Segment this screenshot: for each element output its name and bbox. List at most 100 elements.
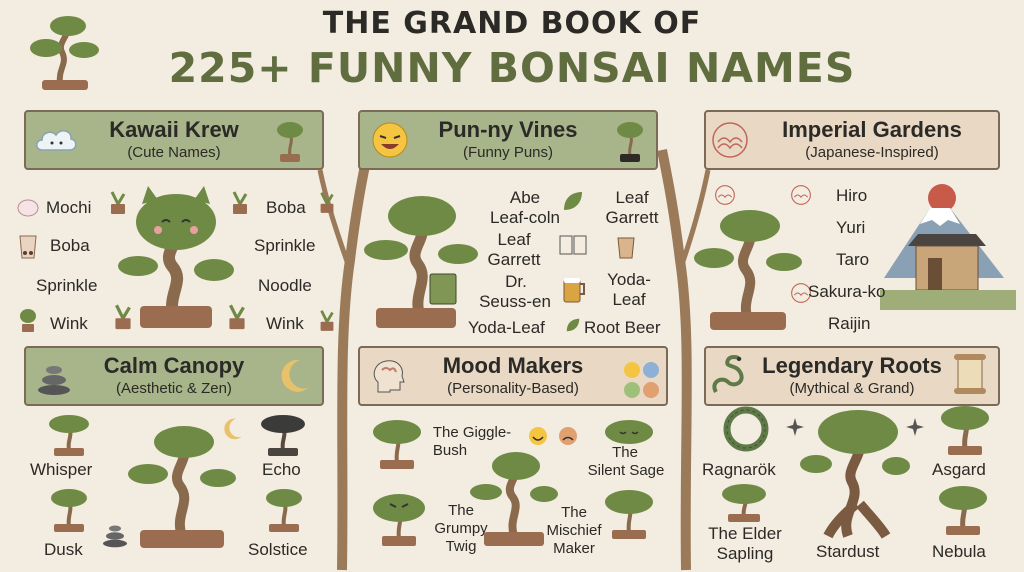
pun-seuss-line2: Seuss-en: [479, 292, 551, 311]
legendary-name-ragnarok: Ragnarök: [702, 460, 776, 479]
coffee-cup-icon: [617, 237, 635, 259]
mood-bonsai-mischief: [605, 490, 653, 539]
laughing-face-icon: [372, 122, 408, 158]
potted-sprout-icon: [115, 304, 131, 330]
pun-seuss-line1: Dr.: [505, 272, 527, 291]
pun-abe-line2: Leaf-coln: [490, 208, 560, 227]
pun-ny-vines-header: Pun-ny Vines (Funny Puns): [358, 110, 658, 170]
brain-head-icon: [373, 360, 405, 393]
wave-pattern-icon: [715, 185, 735, 205]
sparkle-icon: [906, 418, 924, 436]
legendary-bonsai-nebula: [939, 486, 987, 535]
legendary-bonsai-large: [800, 410, 910, 539]
small-bonsai-icon: [617, 122, 643, 162]
pun-yoda-a-line1: Yoda-: [607, 270, 651, 289]
pun-yoda-b: Yoda-Leaf: [468, 318, 545, 337]
legendary-name-asgard: Asgard: [932, 460, 986, 479]
calm-canopy-title: Calm Canopy: [103, 353, 245, 378]
kawaii-name-right-4: Wink: [266, 314, 304, 333]
mood-makers-subtitle: (Personality-Based): [447, 380, 579, 397]
pun-leaf-garrett-b-line1: Leaf: [497, 230, 531, 249]
page-title-line2: 225+ FUNNY BONSAI NAMES: [168, 44, 856, 92]
dragon-icon: [712, 355, 744, 394]
boba-cup-icon: [19, 235, 37, 259]
pun-leaf-garrett-a-line1: Leaf: [615, 188, 649, 207]
corner-bonsai-icon: [30, 16, 99, 90]
mood-grumpy-line3: Twig: [445, 538, 477, 555]
mochi-icon: [17, 199, 39, 217]
mood-sage-line2: Silent Sage: [587, 462, 665, 479]
mood-makers-title: Mood Makers: [442, 353, 584, 378]
crescent-moon-icon: [224, 418, 242, 440]
kawaii-name-left-3: Sprinkle: [36, 276, 98, 295]
legendary-roots-subtitle: (Mythical & Grand): [789, 380, 915, 397]
page-title-line1: THE GRAND BOOK OF: [322, 6, 702, 41]
cat-bonsai-illustration: [118, 186, 234, 328]
mood-giggle-line2: Bush: [432, 442, 468, 459]
cloud-icon: [36, 130, 77, 151]
stacked-stones-icon: [103, 525, 127, 548]
imperial-name-4: Sakura-ko: [808, 282, 886, 301]
ouroboros-dragon-illustration: [723, 406, 769, 452]
calm-name-whisper: Whisper: [30, 460, 93, 479]
legendary-name-elder-line1: The Elder: [708, 524, 782, 543]
mood-bonsai-grumpy: [373, 494, 425, 546]
calm-bonsai-small-2: [51, 489, 87, 532]
legendary-roots-header: Legendary Roots (Mythical & Grand): [704, 346, 1000, 406]
mood-giggle-line1: The Giggle-: [432, 424, 512, 441]
small-plant-icon: [20, 309, 36, 332]
legendary-bonsai-asgard: [941, 406, 989, 455]
pun-leaf-garrett-b-line2: Garrett: [487, 250, 541, 269]
legendary-bonsai-elder: [722, 484, 766, 522]
kawaii-name-left-2: Boba: [50, 236, 90, 255]
potted-sprout-icon: [110, 191, 126, 214]
imperial-gardens-title: Imperial Gardens: [782, 117, 962, 142]
frowning-face-icon: [559, 427, 577, 445]
mood-bonsai-sage: [605, 420, 653, 444]
mood-sage-line1: The: [612, 444, 638, 461]
wave-pattern-icon: [791, 185, 811, 205]
imperial-gardens-header: Imperial Gardens (Japanese-Inspired): [704, 110, 1000, 170]
pun-ny-vines-title: Pun-ny Vines: [438, 117, 578, 142]
pun-root-beer: Root Beer: [584, 318, 661, 337]
pun-ny-vines-subtitle: (Funny Puns): [462, 144, 554, 161]
mood-grumpy-line1: The: [448, 502, 474, 519]
leaf-icon: [564, 192, 582, 210]
leaf-icon: [566, 318, 580, 332]
potted-sprout-icon: [229, 304, 245, 330]
stacked-stones-icon: [38, 366, 70, 395]
kawaii-name-left-1: Mochi: [46, 198, 92, 217]
calm-name-dusk: Dusk: [44, 540, 83, 559]
mood-makers-header: Mood Makers (Personality-Based): [358, 346, 668, 406]
kawaii-krew-title: Kawaii Krew: [109, 117, 239, 142]
mood-grumpy-line2: Grumpy: [434, 520, 488, 537]
open-book-icon: [559, 235, 587, 255]
kawaii-krew-subtitle: (Cute Names): [127, 144, 221, 161]
mood-mischief-line2: Mischief: [546, 522, 602, 539]
wave-pattern-icon: [791, 283, 811, 303]
sparkle-icon: [786, 418, 804, 436]
legendary-name-elder-line2: Sapling: [716, 544, 774, 563]
calm-canopy-header: Calm Canopy (Aesthetic & Zen): [24, 346, 324, 406]
calm-bonsai-large: [128, 426, 236, 548]
background-trunks: [317, 149, 711, 571]
calm-bonsai-small-1: [49, 415, 89, 456]
legendary-name-nebula: Nebula: [932, 542, 986, 561]
scroll-icon: [954, 354, 986, 394]
emoji-faces-icon: [624, 362, 659, 398]
mood-mischief-line1: The: [561, 504, 587, 521]
calm-canopy-subtitle: (Aesthetic & Zen): [116, 380, 232, 397]
mood-bonsai-center: [470, 452, 558, 546]
pun-yoda-a-line2: Leaf: [612, 290, 646, 309]
kawaii-name-right-2: Sprinkle: [254, 236, 316, 255]
legendary-name-stardust: Stardust: [816, 542, 880, 561]
imperial-name-5: Raijin: [828, 314, 871, 333]
calm-name-solstice: Solstice: [248, 540, 308, 559]
mood-bonsai-1: [373, 420, 421, 469]
beer-mug-icon: [563, 278, 585, 303]
pun-leaf-garrett-a-line2: Garrett: [605, 208, 659, 227]
imperial-name-1: Hiro: [836, 186, 868, 205]
kawaii-name-right-1: Boba: [266, 198, 306, 217]
mount-fuji-pagoda-illustration: [880, 184, 1016, 310]
